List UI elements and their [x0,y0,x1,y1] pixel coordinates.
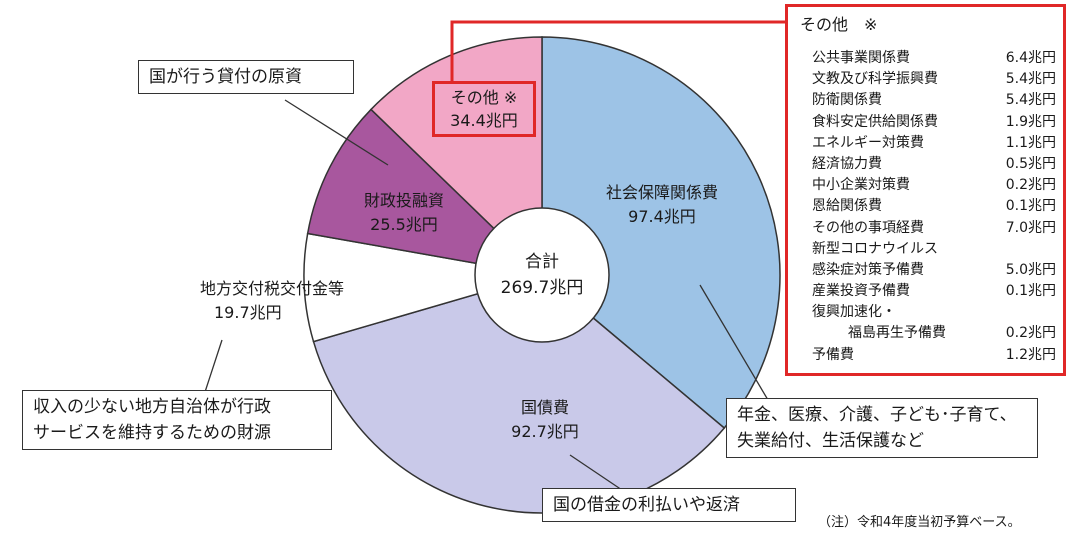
callout-debt-service: 国の借金の利払いや返済 [542,488,796,522]
breakdown-item-name: 防衛関係費 [812,92,882,109]
breakdown-item-value: 5.4兆円 [1005,92,1056,109]
breakdown-item-value: 0.5兆円 [1005,155,1056,172]
breakdown-row: 恩給関係費 0.1兆円 [812,196,1056,217]
breakdown-item-value: 0.1兆円 [1005,283,1056,300]
breakdown-item-name: その他の事項経費 [812,219,924,236]
callout-line: 失業給付、生活保護など [737,431,924,451]
breakdown-item-name: 福島再生予備費 [848,325,946,342]
callout-social-security: 年金、医療、介護、子ども･子育て、 失業給付、生活保護など [726,398,1038,458]
breakdown-item-value: 1.9兆円 [1005,113,1056,130]
breakdown-row: 復興加速化・ [812,302,1056,323]
breakdown-item-value: 6.4兆円 [1005,50,1056,66]
callout-line: 国が行う貸付の原資 [149,67,302,87]
breakdown-item-value: 0.2兆円 [1005,325,1056,342]
breakdown-item-name: エネルギー対策費 [812,134,924,151]
breakdown-row: 新型コロナウイルス [812,239,1056,260]
breakdown-item-name: 感染症対策予備費 [812,261,924,278]
breakdown-item-name: 予備費 [812,346,854,363]
callout-line: 国の借金の利払いや返済 [553,495,740,515]
breakdown-item-name: 復興加速化・ [812,304,896,321]
slice-label-fiscal-investment: 財政投融資 25.5兆円 [364,189,444,237]
slice-name: 財政投融資 [363,191,445,210]
total-title: 合計 [524,252,559,272]
breakdown-item-name: 公共事業関係費 [812,50,910,66]
donut-hole [474,207,610,343]
leader-local-allocation [204,339,223,393]
leader-social-security [699,284,769,401]
breakdown-row: 中小企業対策費 0.2兆円 [812,175,1056,196]
breakdown-row: その他の事項経費 7.0兆円 [812,218,1056,239]
total-value: 269.7兆円 [500,278,584,298]
footnote: （注）令和4年度当初予算ベース。 [818,515,1021,530]
slice-value: 97.4兆円 [628,207,696,226]
slice-label-social-security: 社会保障関係費 97.4兆円 [606,181,718,229]
leader-other-red [450,20,788,81]
callout-line: 年金、医療、介護、子ども･子育て、 [737,405,1017,425]
slice-label-other: その他 ※ 34.4兆円 [432,81,536,137]
leader-debt-service [569,454,623,491]
breakdown-row: 産業投資予備費 0.1兆円 [812,281,1056,302]
breakdown-row: 公共事業関係費 6.4兆円 [812,48,1056,69]
breakdown-item-value: 5.0兆円 [1005,261,1056,278]
breakdown-item-value: 5.4兆円 [1005,71,1056,88]
slice-value: 92.7兆円 [511,422,579,441]
slice-label-local-allocation: 地方交付税交付金等 19.7兆円 [200,277,344,325]
breakdown-item-name: 中小企業対策費 [812,177,910,194]
breakdown-item-value: 7.0兆円 [1005,219,1056,236]
slice-debt-service [312,274,726,514]
slice-label-debt-service: 国債費 92.7兆円 [511,396,579,444]
breakdown-item-value: 1.1兆円 [1005,134,1056,151]
breakdown-row: 予備費 1.2兆円 [812,345,1056,366]
breakdown-item-name: 食料安定供給関係費 [812,113,938,130]
breakdown-row: 福島再生予備費 0.2兆円 [812,323,1056,344]
slice-name: 社会保障関係費 [605,183,719,202]
breakdown-item-name: 恩給関係費 [812,198,882,215]
breakdown-row: 防衛関係費 5.4兆円 [812,90,1056,111]
callout-local-allocation: 収入の少ない地方自治体が行政 サービスを維持するための財源 [22,390,332,450]
slice-local-allocation [303,232,543,343]
callout-line: サービスを維持するための財源 [33,423,271,443]
slice-other [369,36,543,277]
slice-value: 34.4兆円 [450,111,518,130]
slice-name: 国債費 [520,398,570,417]
slice-value: 19.7兆円 [214,303,282,322]
other-breakdown-title: その他 ※ [800,15,878,34]
breakdown-row: エネルギー対策費 1.1兆円 [812,133,1056,154]
breakdown-item-value: 0.1兆円 [1005,198,1056,215]
breakdown-item-value: 0.2兆円 [1005,177,1056,194]
callout-fiscal-investment: 国が行う貸付の原資 [138,60,354,94]
breakdown-item-name: 文教及び科学振興費 [812,71,938,88]
callout-line: 収入の少ない地方自治体が行政 [33,397,271,417]
breakdown-item-value: 1.2兆円 [1005,346,1056,363]
breakdown-row: 文教及び科学振興費 5.4兆円 [812,69,1056,90]
breakdown-item-name: 新型コロナウイルス [812,240,938,257]
slice-name: 地方交付税交付金等 [200,279,345,298]
slice-social-security [541,36,781,430]
breakdown-item-name: 産業投資予備費 [812,283,910,300]
leader-fiscal-investment [284,99,389,166]
breakdown-row: 経済協力費 0.5兆円 [812,154,1056,175]
breakdown-row: 食料安定供給関係費 1.9兆円 [812,112,1056,133]
breakdown-item-name: 経済協力費 [812,155,882,172]
total-label: 合計 269.7兆円 [501,249,584,301]
slice-value: 25.5兆円 [370,215,438,234]
slice-name: その他 ※ [450,88,518,107]
breakdown-row: 感染症対策予備費 5.0兆円 [812,260,1056,281]
